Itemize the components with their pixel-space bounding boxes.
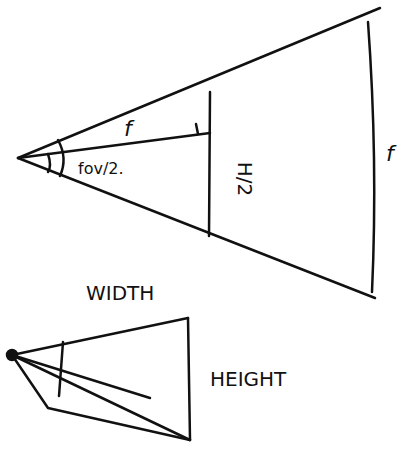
half-fov-arc <box>48 154 50 172</box>
cone-edge <box>18 8 380 158</box>
near-plane-sketch <box>59 342 63 396</box>
frustum-edge <box>12 355 190 440</box>
right-angle-mark <box>196 124 198 134</box>
dimension-label: fov/2. <box>76 160 126 178</box>
frustum-edge <box>12 355 190 440</box>
far-plane <box>368 22 374 292</box>
cone-edge <box>18 158 375 298</box>
dimension-label: HEIGHT <box>208 368 288 390</box>
dimension-label: f <box>384 142 396 166</box>
frustum-edge <box>12 355 150 398</box>
near-plane <box>209 92 210 236</box>
frustum-edge <box>12 318 188 355</box>
frustum-edge <box>188 318 190 440</box>
fov-arc <box>58 140 64 176</box>
dimension-label: H/2 <box>234 160 256 199</box>
dimension-label: WIDTH <box>84 282 156 304</box>
dimension-label: f <box>122 117 134 141</box>
